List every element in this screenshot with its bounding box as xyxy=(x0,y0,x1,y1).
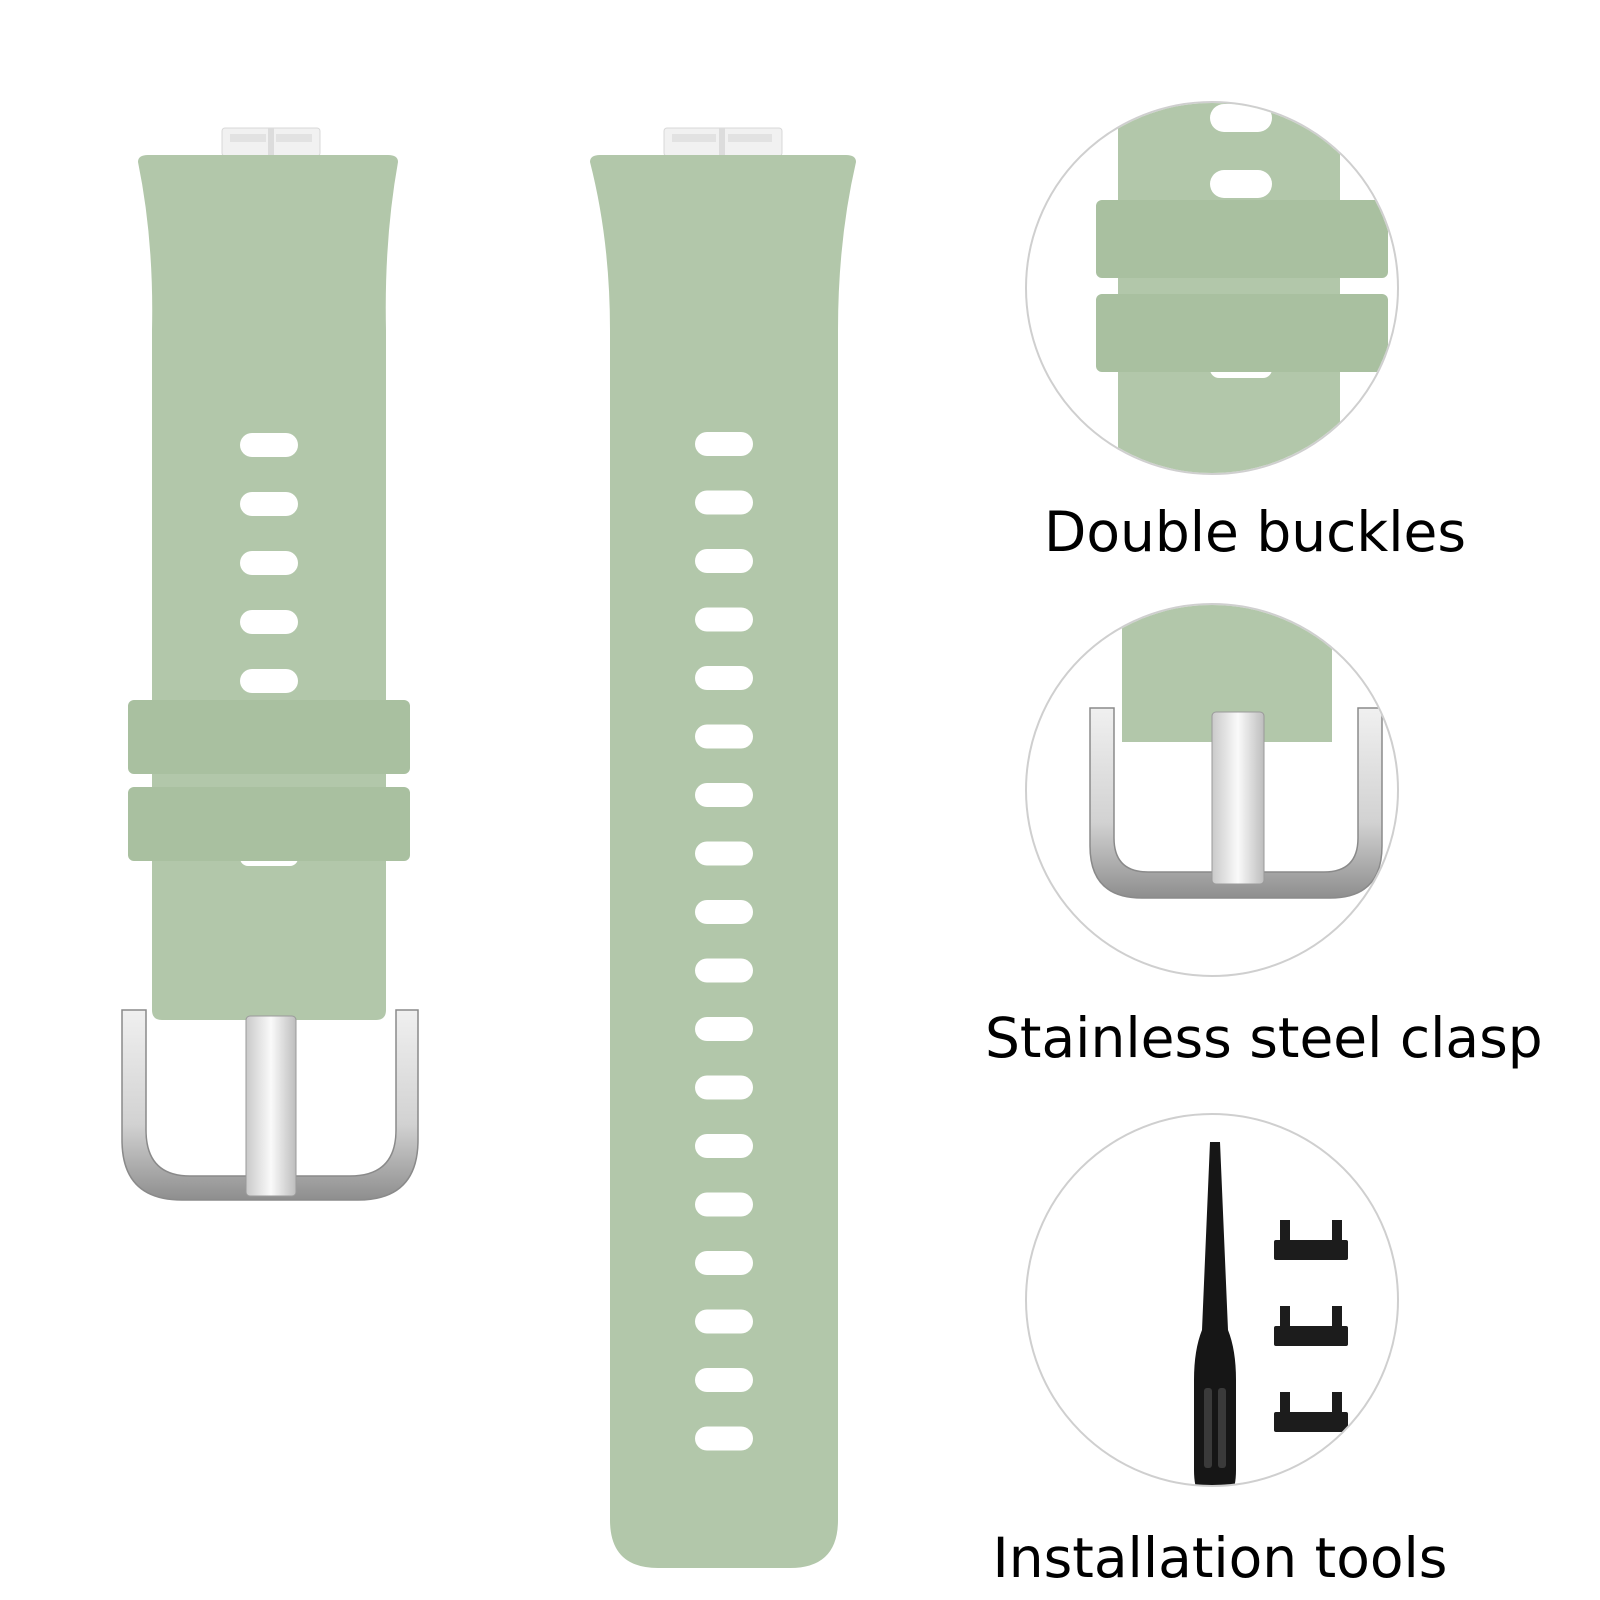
strap-hole xyxy=(695,1134,753,1158)
short-strap-holes xyxy=(240,433,298,866)
connector-clip-icon xyxy=(1274,1220,1348,1260)
strap-hole xyxy=(695,666,753,690)
connector-clip-icon xyxy=(1274,1306,1348,1346)
short-strap-connector xyxy=(221,127,321,157)
long-strap-connector xyxy=(663,127,783,157)
strap-hole xyxy=(695,1309,753,1334)
installation-tools-caption: Installation tools xyxy=(992,1526,1448,1590)
strap-hole xyxy=(695,490,753,515)
double-buckles-caption: Double buckles xyxy=(1043,500,1466,564)
strap-hole xyxy=(695,1017,753,1041)
connector-clip-icon xyxy=(1274,1392,1348,1432)
long-strap xyxy=(590,127,856,1568)
long-strap-holes xyxy=(695,432,753,1451)
strap-hole xyxy=(695,958,753,983)
strap-hole xyxy=(695,549,753,573)
strap-hole xyxy=(695,1192,753,1217)
short-strap-body xyxy=(138,155,398,1020)
short-strap xyxy=(121,127,419,1201)
strap-hole xyxy=(695,841,753,866)
strap-hole xyxy=(695,900,753,924)
strap-hole xyxy=(695,432,753,456)
short-strap-loops xyxy=(128,700,410,861)
stainless-steel-clasp-caption: Stainless steel clasp xyxy=(985,1006,1543,1070)
stainless-steel-clasp-closeup xyxy=(1025,603,1399,977)
strap-hole xyxy=(695,724,753,749)
strap-hole xyxy=(695,1368,753,1392)
strap-hole xyxy=(695,783,753,807)
strap-hole xyxy=(695,1075,753,1100)
strap-hole xyxy=(695,607,753,632)
strap-hole xyxy=(695,1426,753,1451)
double-buckles-closeup xyxy=(1025,101,1399,475)
short-strap-buckle xyxy=(121,1009,419,1201)
installation-tools-closeup xyxy=(1025,1113,1399,1487)
strap-hole xyxy=(695,1251,753,1275)
